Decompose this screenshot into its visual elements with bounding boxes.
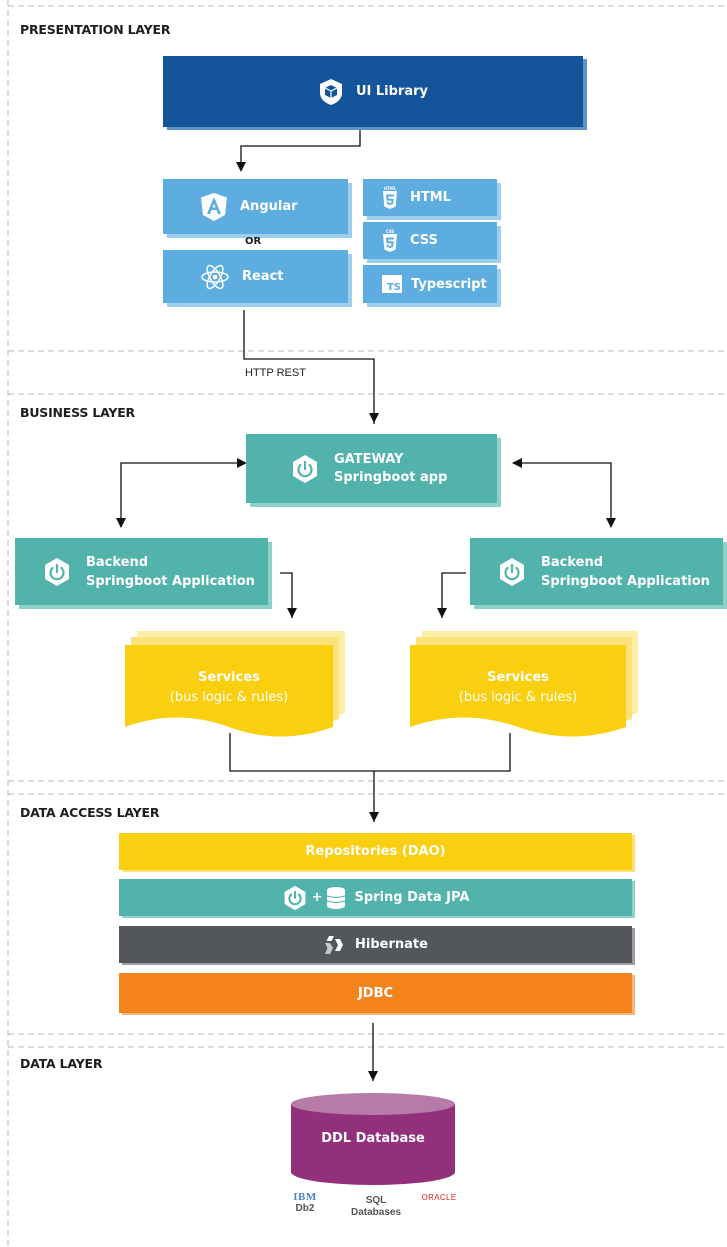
html5-tag: HTML [383,186,397,191]
services-left-subtitle: (bus logic & rules) [169,690,289,705]
gateway-title: GATEWAY [334,451,404,467]
sql-databases-logo: SQL Databases [342,1195,410,1219]
angular-label: Angular [240,199,298,214]
backend-right-box: Backend Springboot Application [470,538,723,605]
css-label: CSS [410,233,438,248]
html-label: HTML [410,190,451,205]
html-box: HTML HTML [363,179,497,216]
typescript-box: TS Typescript [363,265,497,303]
repositories-label: Repositories (DAO) [305,844,446,859]
spring-power-icon [497,557,527,587]
oracle-logo: ORACLE [414,1193,464,1202]
css3-tag: CSS [385,229,395,234]
spring-power-icon [290,454,320,484]
data-access-layer-label: DATA ACCESS LAYER [20,805,160,820]
gateway-box: GATEWAY Springboot app [246,434,497,503]
backend-right-subtitle: Springboot Application [541,573,710,589]
services-right-document [410,631,638,737]
services-left-title: Services [198,670,260,685]
backend-left-title: Backend [86,554,149,570]
or-label: OR [245,236,262,247]
css-box: CSS CSS [363,222,497,259]
ibm-db2-logo: IBM Db2 [287,1191,323,1214]
ts-icon: TS [382,275,402,293]
ui-library-label: UI Library [355,84,429,99]
data-layer-label: DATA LAYER [20,1056,103,1071]
ddl-database-label: DDL Database [321,1131,425,1146]
repositories-bar: Repositories (DAO) [119,833,632,870]
db2-label: Db2 [295,1203,315,1214]
plus-sign: + [311,890,323,905]
database-icon [326,886,346,910]
html5-icon: HTML [382,186,398,209]
hibernate-bar: Hibernate [119,926,632,963]
ibm-logo-text: IBM [293,1191,317,1203]
presentation-layer-label: PRESENTATION LAYER [20,22,171,37]
services-left-document [125,631,345,737]
backend-right-title: Backend [541,554,604,570]
spring-power-icon [42,557,72,587]
hibernate-label: Hibernate [355,937,428,952]
spring-data-jpa-bar: + Spring Data JPA [119,879,632,916]
angular-box: Angular [163,179,348,234]
react-atom-icon [200,263,230,291]
typescript-label: Typescript [411,276,487,292]
services-right-subtitle: (bus logic & rules) [458,690,578,705]
react-box: React [163,250,348,303]
hibernate-icon [323,934,345,956]
ui-library-box: UI Library [163,56,583,127]
angular-icon [200,192,228,222]
gateway-subtitle: Springboot app [334,469,448,485]
services-right-title: Services [487,670,549,685]
ts-tag: TS [386,282,401,293]
oracle-label: ORACLE [421,1193,457,1202]
services-right-label: Services (bus logic & rules) [410,668,626,708]
ddl-database-cylinder [291,1093,455,1185]
http-rest-label: HTTP REST [245,367,306,379]
business-layer-label: BUSINESS LAYER [20,405,135,420]
react-label: React [242,269,284,284]
spring-data-jpa-label: Spring Data JPA [354,890,470,905]
backend-left-box: Backend Springboot Application [15,538,268,605]
services-left-label: Services (bus logic & rules) [125,668,333,708]
databases-label: Databases [350,1207,402,1218]
backend-left-subtitle: Springboot Application [86,573,255,589]
jdbc-label: JDBC [357,985,394,1001]
jdbc-bar: JDBC [119,973,632,1013]
shield-cube-icon [318,78,344,106]
css3-icon: CSS [382,229,398,252]
sql-label: SQL [365,1195,387,1206]
spring-power-icon [282,885,308,911]
